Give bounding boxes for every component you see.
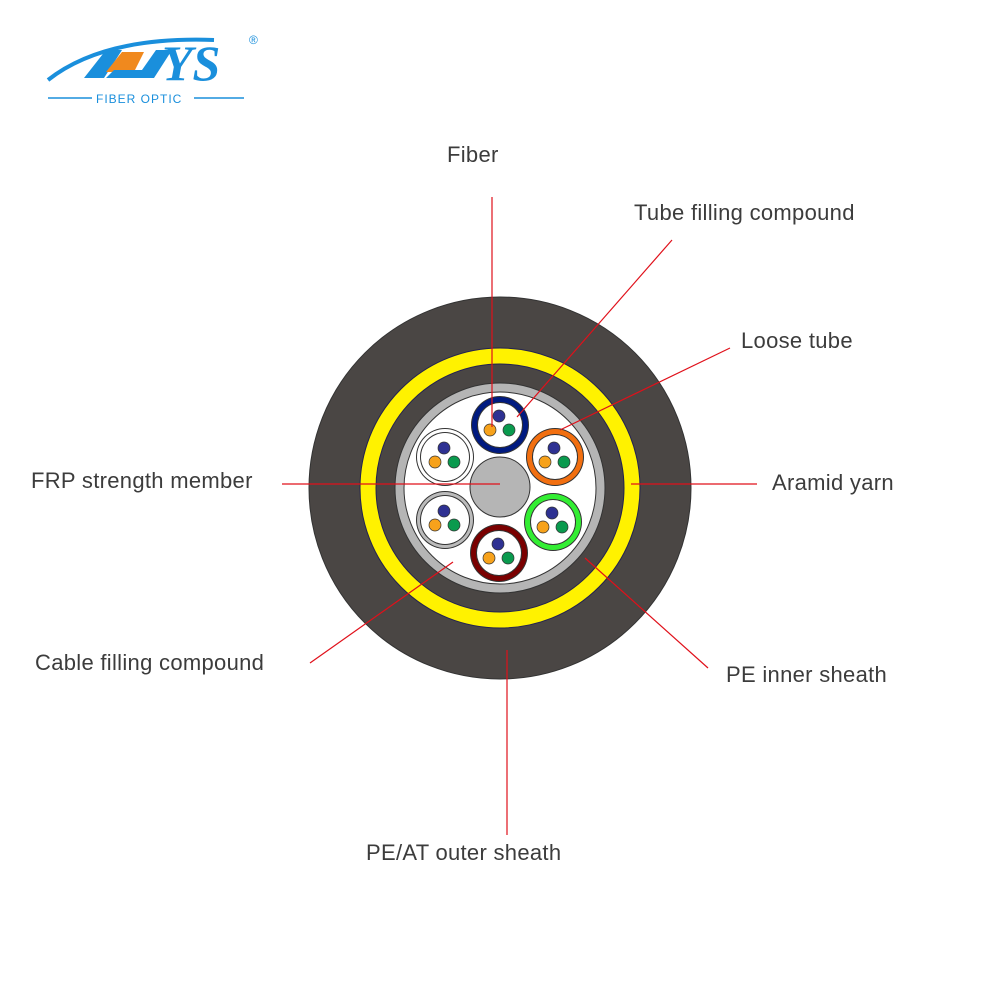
tube-filling-compound: [421, 496, 469, 544]
label-aramid-yarn: Aramid yarn: [772, 470, 894, 495]
fiber: [538, 455, 552, 469]
fiber: [545, 506, 559, 520]
tube-filling-compound: [421, 433, 469, 481]
tube-filling-compound: [533, 435, 577, 479]
fiber: [437, 504, 451, 518]
fiber: [447, 455, 461, 469]
fiber: [492, 409, 506, 423]
logo-subtitle: FIBER OPTIC: [96, 92, 183, 106]
tube-filling-compound: [478, 403, 522, 447]
label-tube-filling-compound: Tube filling compound: [634, 200, 855, 225]
registered-mark: ®: [249, 33, 258, 47]
fiber: [555, 520, 569, 534]
label-cable-filling-compound: Cable filling compound: [35, 650, 265, 675]
fiber: [502, 423, 516, 437]
label-loose-tube: Loose tube: [741, 328, 853, 353]
fiber: [483, 423, 497, 437]
tube-filling-compound: [531, 500, 575, 544]
leader-lines: [282, 197, 757, 835]
fiber: [536, 520, 550, 534]
label-pe-inner-sheath: PE inner sheath: [726, 662, 888, 687]
fiber: [491, 537, 505, 551]
fiber: [501, 551, 515, 565]
dys-logo: YS ®: [46, 33, 258, 99]
aramid-yarn-ring: [360, 348, 640, 628]
fiber: [447, 518, 461, 532]
fiber: [482, 551, 496, 565]
tube-filling-compound: [477, 531, 521, 575]
fiber: [557, 455, 571, 469]
label-frp-strength-member: FRP strength member: [31, 468, 253, 493]
svg-text:YS: YS: [162, 35, 220, 91]
label-pe-at-outer-sheath: PE/AT outer sheath: [366, 840, 562, 865]
fiber: [437, 441, 451, 455]
label-fiber: Fiber: [447, 142, 499, 167]
frp-strength-member: [469, 456, 531, 518]
fiber: [547, 441, 561, 455]
fiber: [428, 518, 442, 532]
fiber: [428, 455, 442, 469]
